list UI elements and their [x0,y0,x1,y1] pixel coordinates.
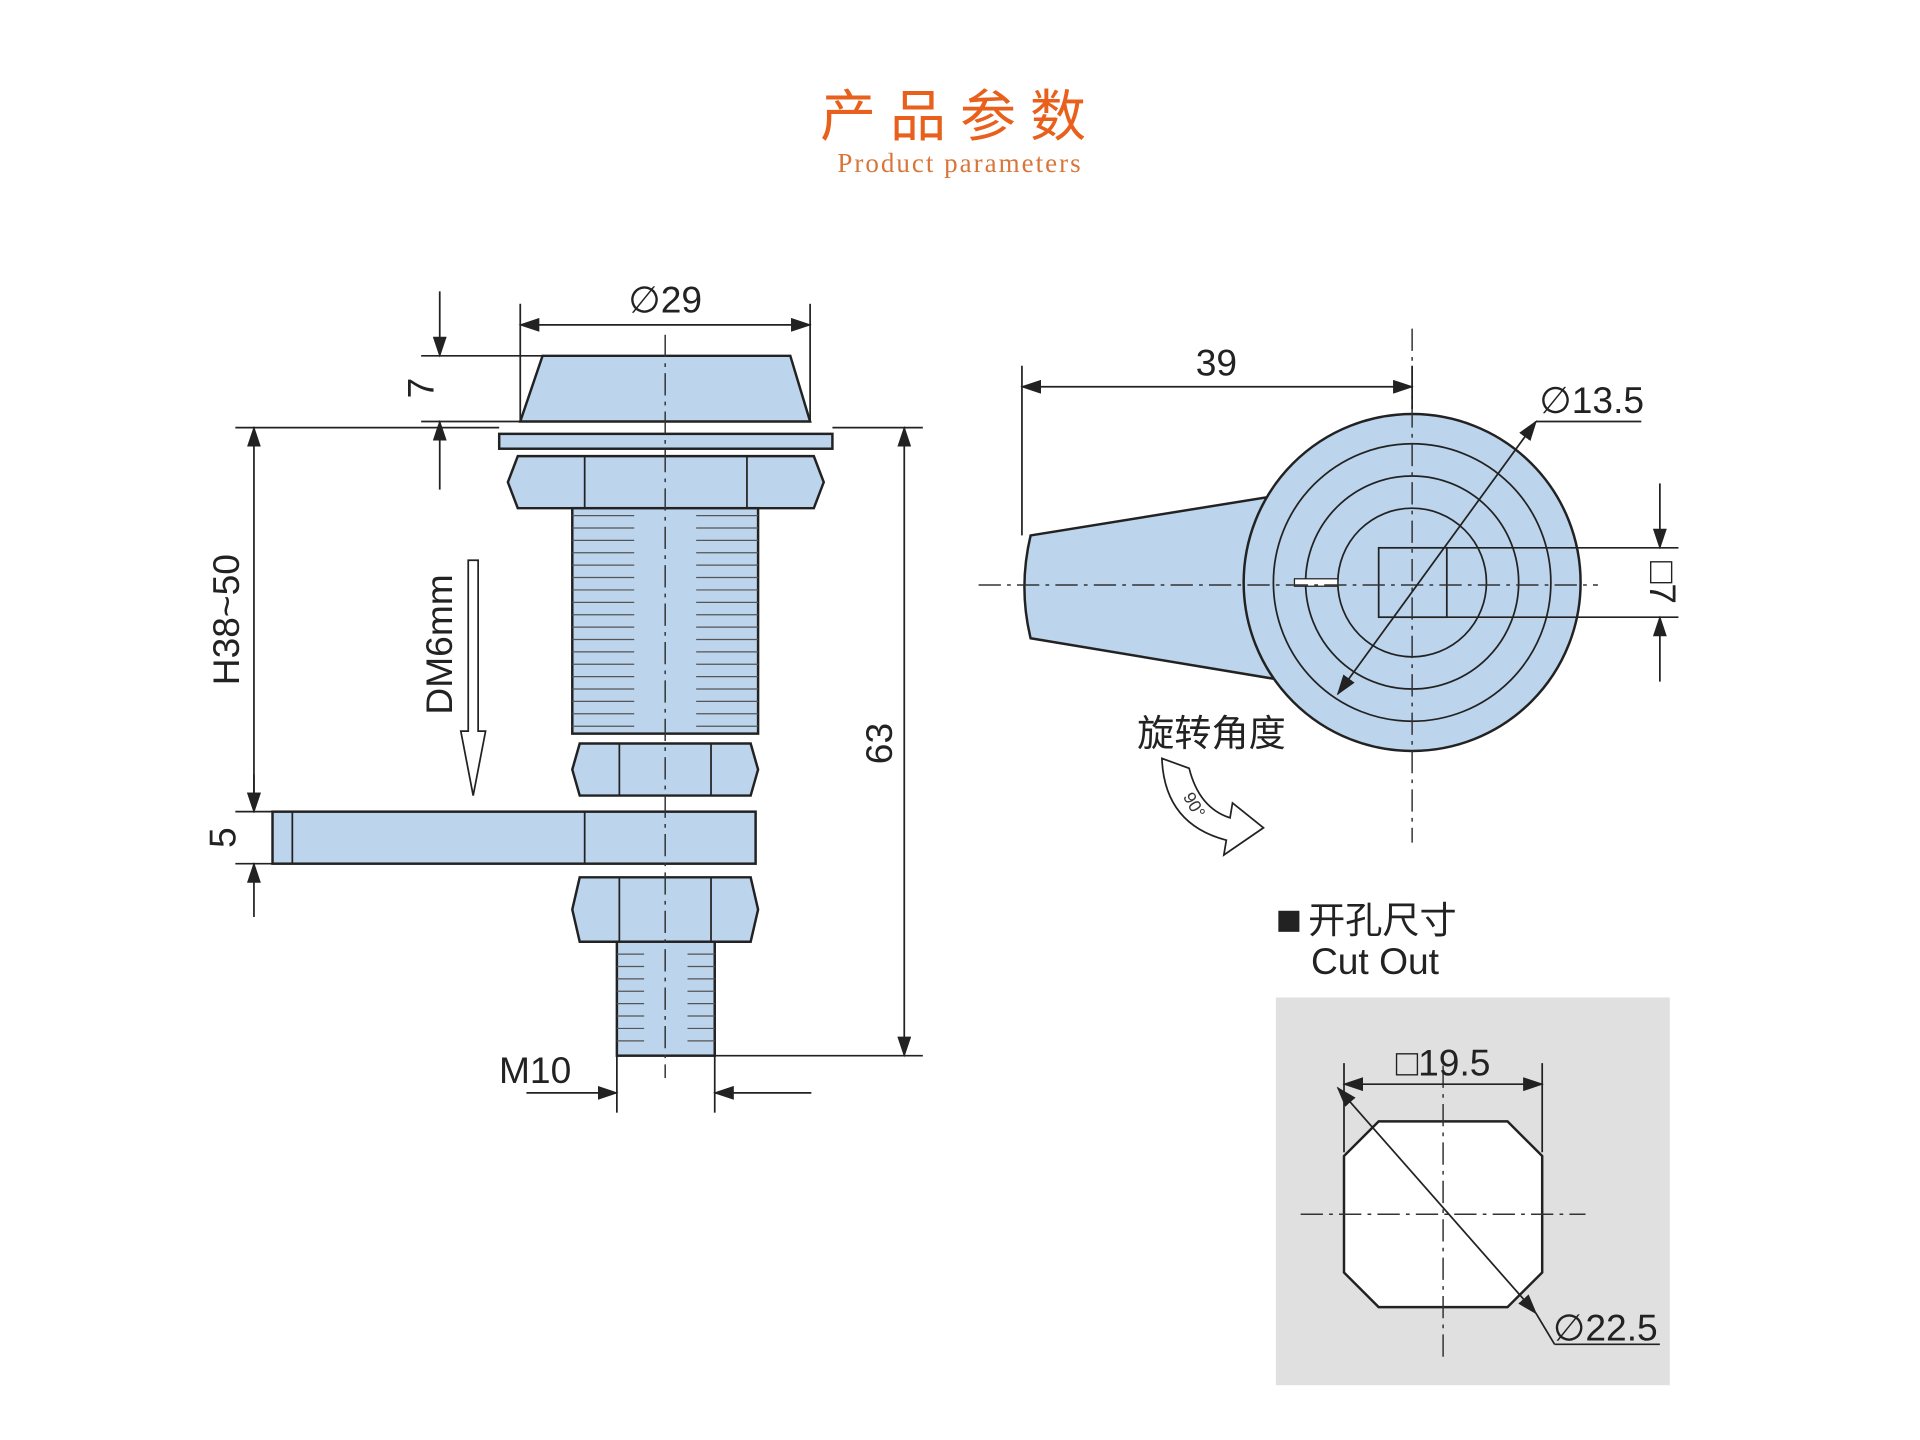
cutout-label-en: Cut Out [1311,940,1440,982]
dim-cutout-diameter: ∅22.5 [1553,1307,1658,1349]
cutout-label-zh: 开孔尺寸 [1308,899,1457,941]
dim-head-height: 7 [400,378,442,399]
cutout-label-square-icon [1278,910,1300,932]
dim-head-diameter: ∅29 [628,278,702,320]
side-view: ∅29 7 H38~50 5 63 M10 DM6mm [201,278,923,1113]
page-subtitle: Product parameters [837,148,1083,178]
thread-lines [572,514,759,727]
dim-inner-diameter: ∅13.5 [1539,379,1644,421]
cutout-section: 开孔尺寸 Cut Out □19.5 ∅22.5 [1275,899,1670,1386]
dim-cam-drop: DM6mm [418,574,460,714]
dim-thread: M10 [499,1049,571,1091]
dim-square-key: □7 [1642,561,1684,604]
page-title: 产品参数 [820,85,1100,150]
dim-total-length: 63 [858,723,900,764]
dim-cam-length: 39 [1196,342,1237,384]
cam-bar [271,810,757,865]
dim-cam-thickness: 5 [201,827,243,848]
down-arrow-icon [459,559,487,796]
dim-cutout-square: □19.5 [1396,1042,1491,1084]
rotation-arrow-icon [1160,757,1265,857]
dim-h-range: H38~50 [205,554,247,685]
front-view: 39 ∅13.5 □7 旋转角度 90° [978,328,1684,857]
rotation-label: 旋转角度 [1137,712,1286,754]
cam-handle [1023,494,1278,681]
